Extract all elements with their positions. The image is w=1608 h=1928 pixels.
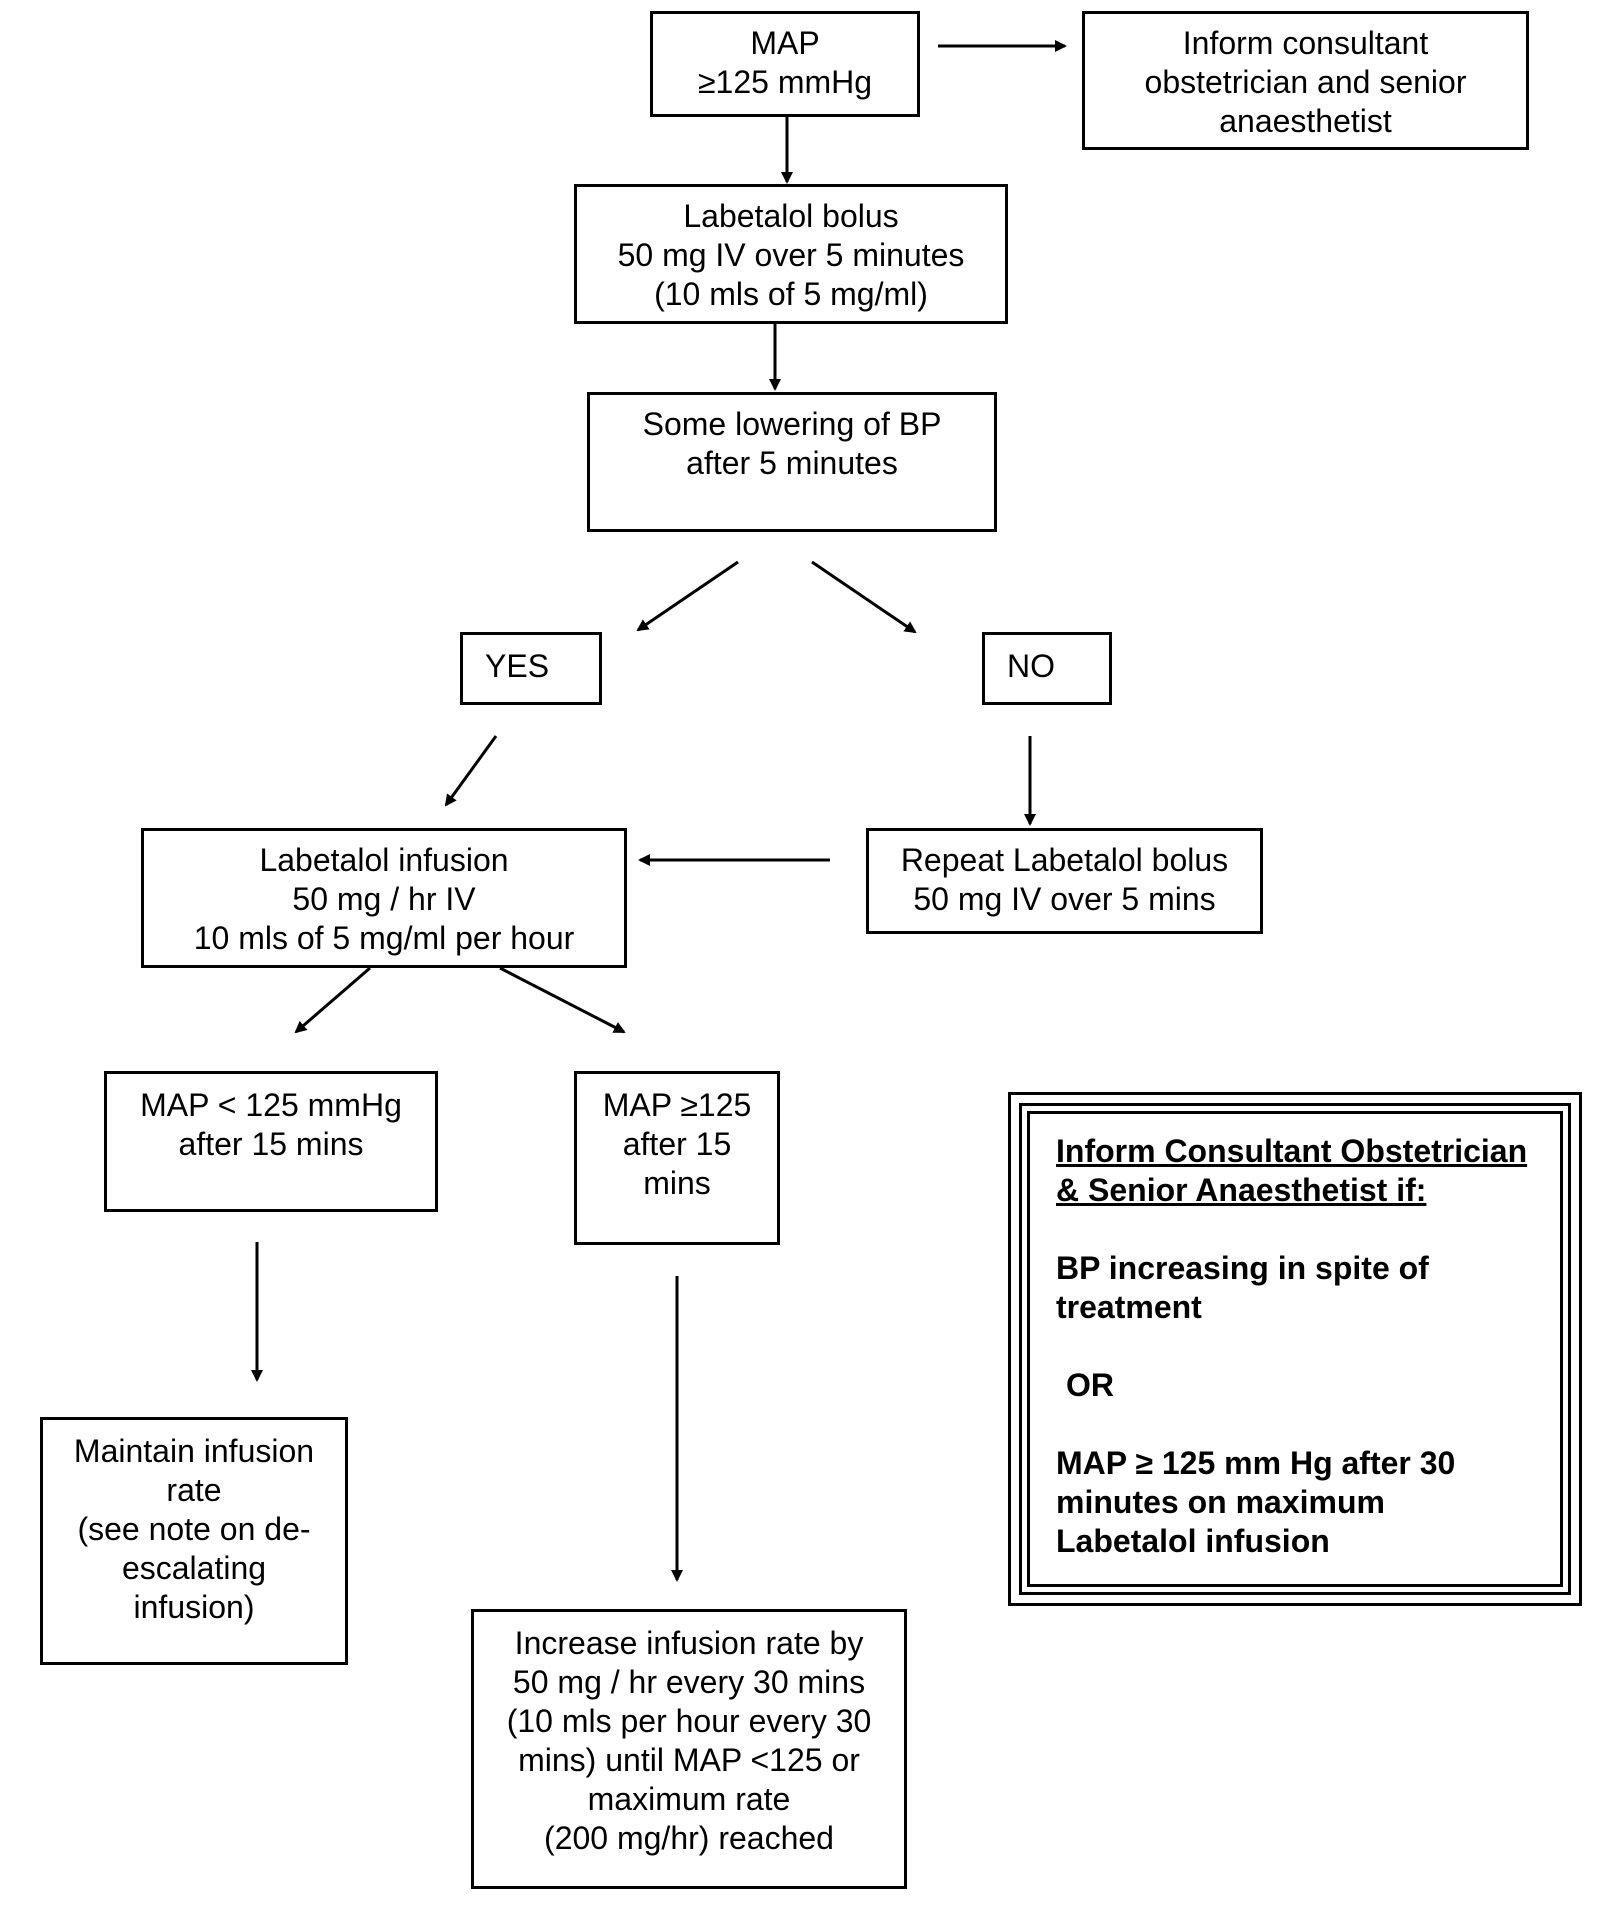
lowering-line-2: after 5 minutes — [686, 445, 898, 481]
increase-line-1: Increase infusion rate by — [514, 1625, 864, 1661]
arrow-lowering-to-yes — [636, 560, 739, 632]
arrow-infusion-to-map-above — [499, 966, 626, 1034]
increase-infusion-box: Increase infusion rate by 50 mg / hr eve… — [471, 1609, 907, 1889]
map-above-line-1: MAP ≥125 — [602, 1087, 752, 1123]
map-high-line-2: ≥125 mmHg — [697, 64, 873, 100]
arrow-lowering-to-no — [811, 560, 917, 634]
increase-line-6: (200 mg/hr) reached — [544, 1820, 834, 1856]
bp-lowering-box: Some lowering of BP after 5 minutes — [587, 392, 997, 532]
arrow-yes-to-infusion — [444, 735, 498, 807]
notice-condition-1: BP increasing in spite of treatment — [1056, 1249, 1540, 1327]
maintain-infusion-box: Maintain infusion rate (see note on de- … — [40, 1417, 348, 1665]
map-high-line-1: MAP — [750, 25, 820, 61]
yes-label: YES — [485, 648, 550, 684]
maintain-line-3: (see note on de- — [77, 1511, 311, 1547]
inform-line-3: anaesthetist — [1219, 103, 1392, 139]
arrow-infusion-to-map-below — [294, 966, 371, 1034]
condition-2-line-1: MAP ≥ 125 mm Hg after 30 — [1056, 1445, 1456, 1481]
bolus-line-1: Labetalol bolus — [683, 198, 899, 234]
condition-2-line-3: Labetalol infusion — [1056, 1523, 1330, 1559]
maintain-line-2: rate — [166, 1472, 222, 1508]
maintain-line-4: escalating — [121, 1550, 267, 1586]
escalation-notice-box: Inform Consultant Obstetrician & Senior … — [1008, 1092, 1582, 1606]
infusion-line-3: 10 mls of 5 mg/ml per hour — [193, 920, 575, 956]
map-below-line-1: MAP < 125 mmHg — [140, 1087, 402, 1123]
bolus-line-3: (10 mls of 5 mg/ml) — [654, 276, 928, 312]
repeat-line-1: Repeat Labetalol bolus — [900, 842, 1229, 878]
maintain-line-1: Maintain infusion — [73, 1433, 315, 1469]
increase-line-5: maximum rate — [587, 1781, 791, 1817]
notice-or: OR — [1066, 1367, 1114, 1403]
map-above-line-2: after 15 — [622, 1126, 732, 1162]
notice-title-line-1: Inform Consultant Obstetrician — [1056, 1133, 1528, 1169]
condition-1-line-2: treatment — [1056, 1289, 1202, 1325]
increase-line-3: (10 mls per hour every 30 — [506, 1703, 872, 1739]
bolus-line-2: 50 mg IV over 5 minutes — [617, 237, 965, 273]
map-above-box: MAP ≥125 after 15 mins — [574, 1071, 780, 1245]
no-label: NO — [1007, 648, 1055, 684]
inform-line-2: obstetrician and senior — [1144, 64, 1467, 100]
map-below-box: MAP < 125 mmHg after 15 mins — [104, 1071, 438, 1212]
maintain-line-5: infusion) — [133, 1589, 255, 1625]
notice-condition-2: MAP ≥ 125 mm Hg after 30 minutes on maxi… — [1056, 1444, 1540, 1561]
condition-1-line-1: BP increasing in spite of — [1056, 1250, 1429, 1286]
labetalol-bolus-box: Labetalol bolus 50 mg IV over 5 minutes … — [574, 184, 1008, 324]
labetalol-infusion-box: Labetalol infusion 50 mg / hr IV 10 mls … — [141, 828, 627, 968]
condition-2-line-2: minutes on maximum — [1056, 1484, 1385, 1520]
lowering-line-1: Some lowering of BP — [642, 406, 942, 442]
yes-box: YES — [460, 632, 602, 705]
repeat-line-2: 50 mg IV over 5 mins — [913, 881, 1216, 917]
notice-title: Inform Consultant Obstetrician & Senior … — [1056, 1132, 1540, 1210]
infusion-line-2: 50 mg / hr IV — [292, 881, 476, 917]
inform-line-1: Inform consultant — [1182, 25, 1429, 61]
repeat-bolus-box: Repeat Labetalol bolus 50 mg IV over 5 m… — [866, 828, 1263, 934]
increase-line-4: mins) until MAP <125 or — [518, 1742, 860, 1778]
map-high-box: MAP ≥125 mmHg — [650, 11, 920, 117]
no-box: NO — [982, 632, 1112, 705]
notice-title-line-2: & Senior Anaesthetist if: — [1056, 1172, 1427, 1208]
infusion-line-1: Labetalol infusion — [259, 842, 509, 878]
map-above-line-3: mins — [643, 1165, 711, 1201]
increase-line-2: 50 mg / hr every 30 mins — [512, 1664, 866, 1700]
map-below-line-2: after 15 mins — [178, 1126, 364, 1162]
inform-consultant-box: Inform consultant obstetrician and senio… — [1082, 11, 1529, 150]
